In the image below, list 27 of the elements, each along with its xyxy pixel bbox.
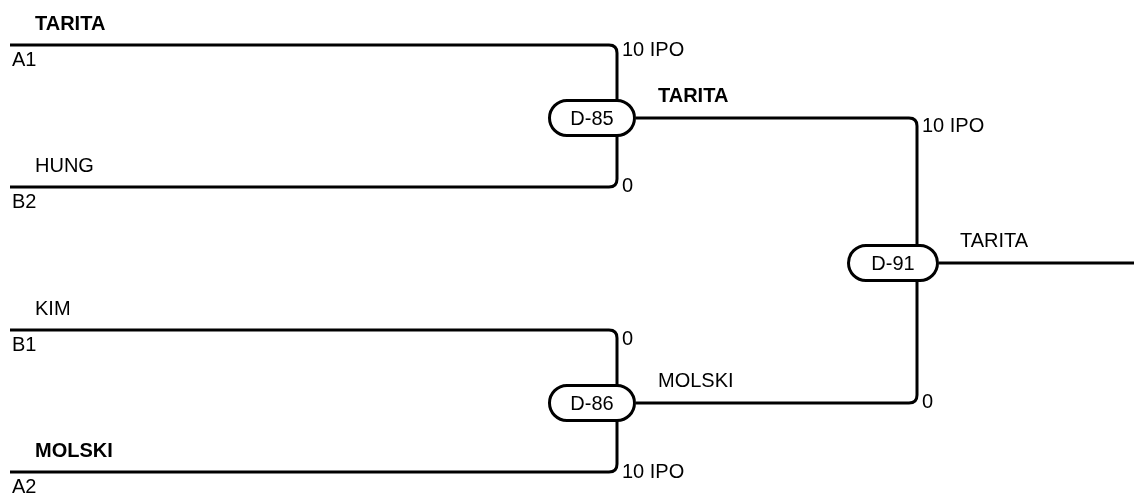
edge-label: TARITA — [960, 229, 1029, 251]
match-node: D-85 — [548, 99, 636, 137]
match-node: D-91 — [847, 244, 939, 282]
player-name: HUNG — [35, 154, 94, 176]
seed-label: A2 — [12, 475, 37, 497]
score-label: 0 — [622, 174, 634, 196]
score-label: 0 — [622, 327, 634, 349]
bracket-line — [939, 261, 1134, 265]
bracket-line — [10, 421, 619, 474]
score-label: 0 — [922, 390, 934, 412]
score-label: 10 IPO — [622, 460, 685, 482]
player-name: MOLSKI — [35, 439, 113, 461]
edge-label: TARITA — [658, 84, 729, 106]
player-name: KIM — [35, 297, 71, 319]
score-label: 10 IPO — [922, 114, 985, 136]
edge-label: MOLSKI — [658, 369, 734, 391]
bracket-line — [636, 116, 919, 245]
player-name: TARITA — [35, 12, 106, 34]
seed-label: A1 — [12, 48, 37, 70]
score-label: 10 IPO — [622, 38, 685, 60]
bracket-line — [636, 281, 919, 405]
bracket-line — [10, 328, 619, 385]
seed-label: B1 — [12, 333, 37, 355]
bracket-line — [10, 136, 619, 189]
bracket-line — [10, 43, 619, 100]
seed-label: B2 — [12, 190, 37, 212]
match-node: D-86 — [548, 384, 636, 422]
